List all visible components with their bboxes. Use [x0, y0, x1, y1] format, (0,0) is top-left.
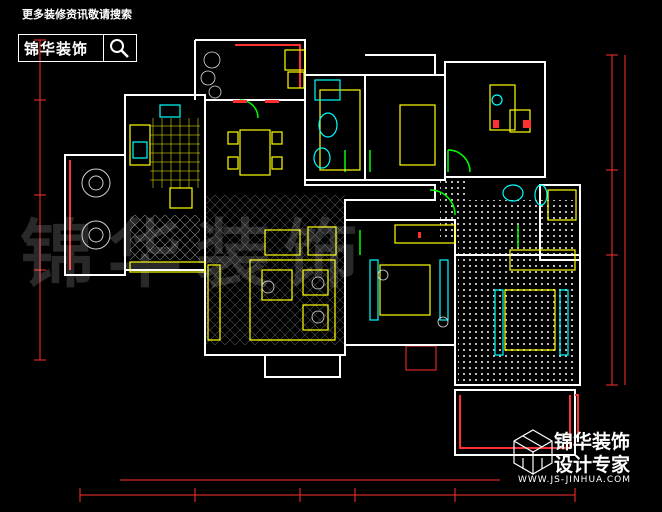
header-note: 更多装修资讯敬请搜索	[22, 8, 132, 21]
search-button[interactable]	[103, 35, 136, 61]
isometric-cube-icon	[513, 429, 553, 475]
brand-search-bar: 锦华装饰	[18, 34, 137, 62]
red-markers	[233, 100, 531, 238]
storage-hatch	[130, 215, 200, 260]
magnifier-icon	[110, 39, 129, 58]
walls	[64, 39, 581, 456]
brand-label: 锦华装饰	[24, 40, 89, 58]
company-logo: 锦华装饰 设计专家 WWW.JS-JINHUA.COM	[506, 425, 656, 487]
hall-tile	[440, 178, 465, 238]
plants	[200, 51, 449, 328]
kitchen-grid	[150, 118, 200, 188]
logo-url: WWW.JS-JINHUA.COM	[518, 475, 632, 485]
balcony-tile	[458, 200, 573, 385]
laundry-units	[81, 168, 111, 250]
logo-line1: 锦华装饰	[554, 431, 631, 453]
wall-highlights	[69, 44, 579, 449]
dimension-lines	[34, 39, 626, 502]
watermark-text: 锦华装饰	[20, 212, 372, 298]
logo-line2: 设计专家	[554, 454, 631, 476]
fixtures	[132, 79, 569, 356]
